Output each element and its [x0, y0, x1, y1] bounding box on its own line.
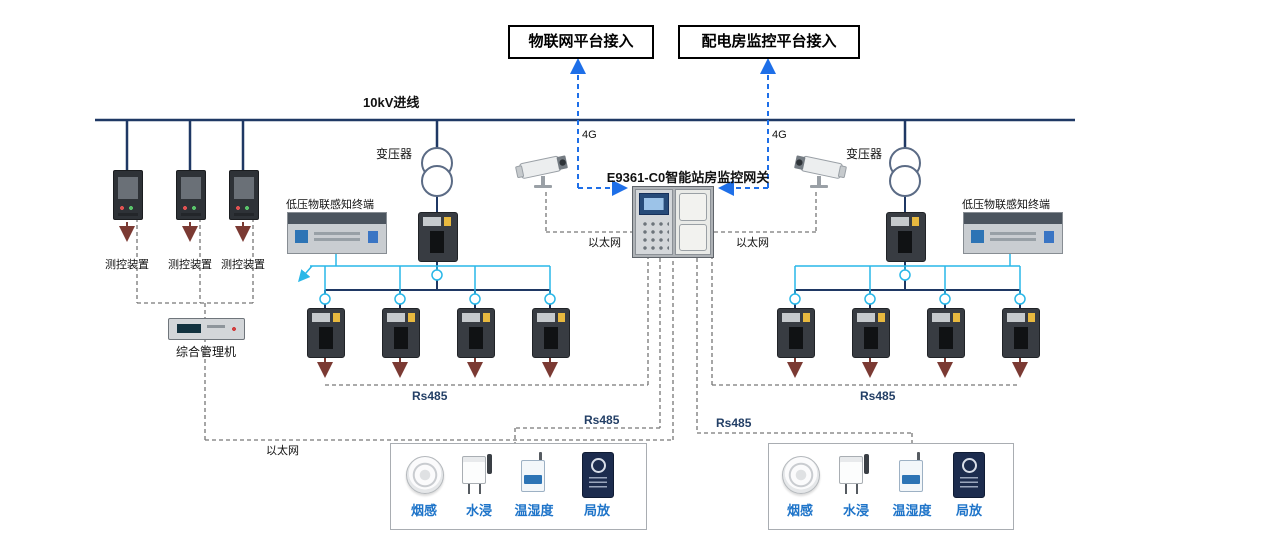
feeder-breaker-r1: [777, 308, 815, 358]
4g-link-lines: [570, 58, 776, 196]
sensor-label-smoke-left: 烟感: [410, 503, 437, 518]
water-leak-sensor-right: [839, 454, 873, 496]
cctv-camera-left: [514, 150, 576, 199]
transformer-label-left: 变压器: [376, 147, 413, 161]
pd-emblem: [961, 458, 977, 473]
gateway-screen: [639, 193, 670, 215]
rs485-label-right-sensor: Rs485: [716, 416, 752, 430]
terminal-label-left: 低压物联感知终端: [286, 199, 374, 211]
sensor-label-smoke-right: 烟感: [786, 503, 813, 518]
rs485-label-left-bus: Rs485: [412, 389, 448, 403]
pd-text-lines: [589, 477, 607, 489]
rs485-label-left-sensor: Rs485: [584, 413, 620, 427]
feeder-breaker-l4: [532, 308, 570, 358]
sensor-label-water-right: 水浸: [842, 503, 869, 518]
gateway-io-panel: [675, 189, 711, 255]
temp-humidity-strip: [524, 475, 542, 484]
pd-emblem: [590, 458, 606, 473]
antenna: [917, 452, 920, 461]
sensor-label-temphum-left: 温湿度: [514, 503, 554, 518]
lv-iot-terminal-left: [287, 212, 387, 254]
water-sensor-probe: [487, 454, 492, 474]
gateway-keypad: [639, 218, 670, 251]
terminal-label-right: 低压物联感知终端: [962, 199, 1050, 211]
feeder-breaker-l1: [307, 308, 345, 358]
water-sensor-probe: [864, 454, 869, 474]
ethernet-label-bottom: 以太网: [266, 445, 299, 457]
bus-label: 10kV进线: [363, 95, 420, 110]
4g-label-right: 4G: [772, 129, 787, 141]
water-sensor-prongs: [468, 484, 481, 494]
gateway-label: E9361-C0智能站房监控网关: [606, 170, 770, 185]
temp-humidity-sensor-left: [520, 452, 548, 496]
4g-label-left: 4G: [582, 129, 597, 141]
sensor-label-pd-right: 局放: [955, 503, 982, 518]
antenna: [539, 452, 542, 461]
partial-discharge-sensor-right: [953, 452, 985, 498]
smoke-detector-right: [782, 456, 820, 494]
transformer-breaker-right: [886, 212, 926, 262]
water-sensor-prongs: [845, 484, 858, 494]
acb-breaker-2: [176, 170, 206, 220]
gateway-io-slot-1: [679, 193, 707, 221]
gateway-io-slot-2: [679, 223, 707, 251]
sensor-label-temphum-right: 温湿度: [892, 503, 932, 518]
load-arrows: [119, 222, 1028, 378]
management-unit-device: [168, 318, 245, 340]
transformer-label-right: 变压器: [846, 147, 883, 161]
management-unit-label: 综合管理机: [175, 345, 236, 359]
acb-breaker-3: [229, 170, 259, 220]
gateway-device: [632, 186, 714, 258]
temp-humidity-strip: [902, 475, 920, 484]
temp-humidity-body: [521, 460, 545, 492]
feeder-breaker-r3: [927, 308, 965, 358]
temp-humidity-body: [899, 460, 923, 492]
measure-device-label-1: 测控装置: [105, 259, 149, 271]
water-sensor-body: [462, 456, 486, 484]
feeder-breaker-l2: [382, 308, 420, 358]
iot-platform-box: 物联网平台接入: [508, 25, 654, 59]
smoke-detector-left: [406, 456, 444, 494]
water-leak-sensor-left: [462, 454, 496, 496]
feeder-breaker-l3: [457, 308, 495, 358]
sensor-label-water-left: 水浸: [465, 503, 492, 518]
measure-device-label-3: 测控装置: [221, 259, 265, 271]
rs485-label-right-bus: Rs485: [860, 389, 896, 403]
water-sensor-body: [839, 456, 863, 484]
camera-icon: [794, 155, 847, 188]
sensing-lines: [298, 252, 1021, 294]
feeder-breaker-r4: [1002, 308, 1040, 358]
camera-icon: [515, 155, 568, 188]
ct-ring-symbols: [319, 269, 1026, 305]
pd-text-lines: [960, 477, 978, 489]
transformer-breaker-left: [418, 212, 458, 262]
sensor-label-pd-left: 局放: [583, 503, 610, 518]
distribution-platform-box: 配电房监控平台接入: [678, 25, 860, 59]
transformer-symbol-left: [421, 147, 453, 197]
ethernet-dashed-lines: [136, 192, 1020, 443]
ethernet-label-right: 以太网: [736, 237, 769, 249]
hv-bus-lines: [95, 118, 1075, 170]
feeder-breaker-r2: [852, 308, 890, 358]
transformer-symbol-right: [889, 147, 921, 197]
ethernet-label-left: 以太网: [588, 237, 621, 249]
temp-humidity-sensor-right: [898, 452, 926, 496]
acb-breaker-1: [113, 170, 143, 220]
partial-discharge-sensor-left: [582, 452, 614, 498]
measure-device-label-2: 测控装置: [168, 259, 212, 271]
lv-iot-terminal-right: [963, 212, 1063, 254]
cctv-camera-right: [786, 150, 848, 199]
gateway-display-panel: [635, 189, 674, 255]
